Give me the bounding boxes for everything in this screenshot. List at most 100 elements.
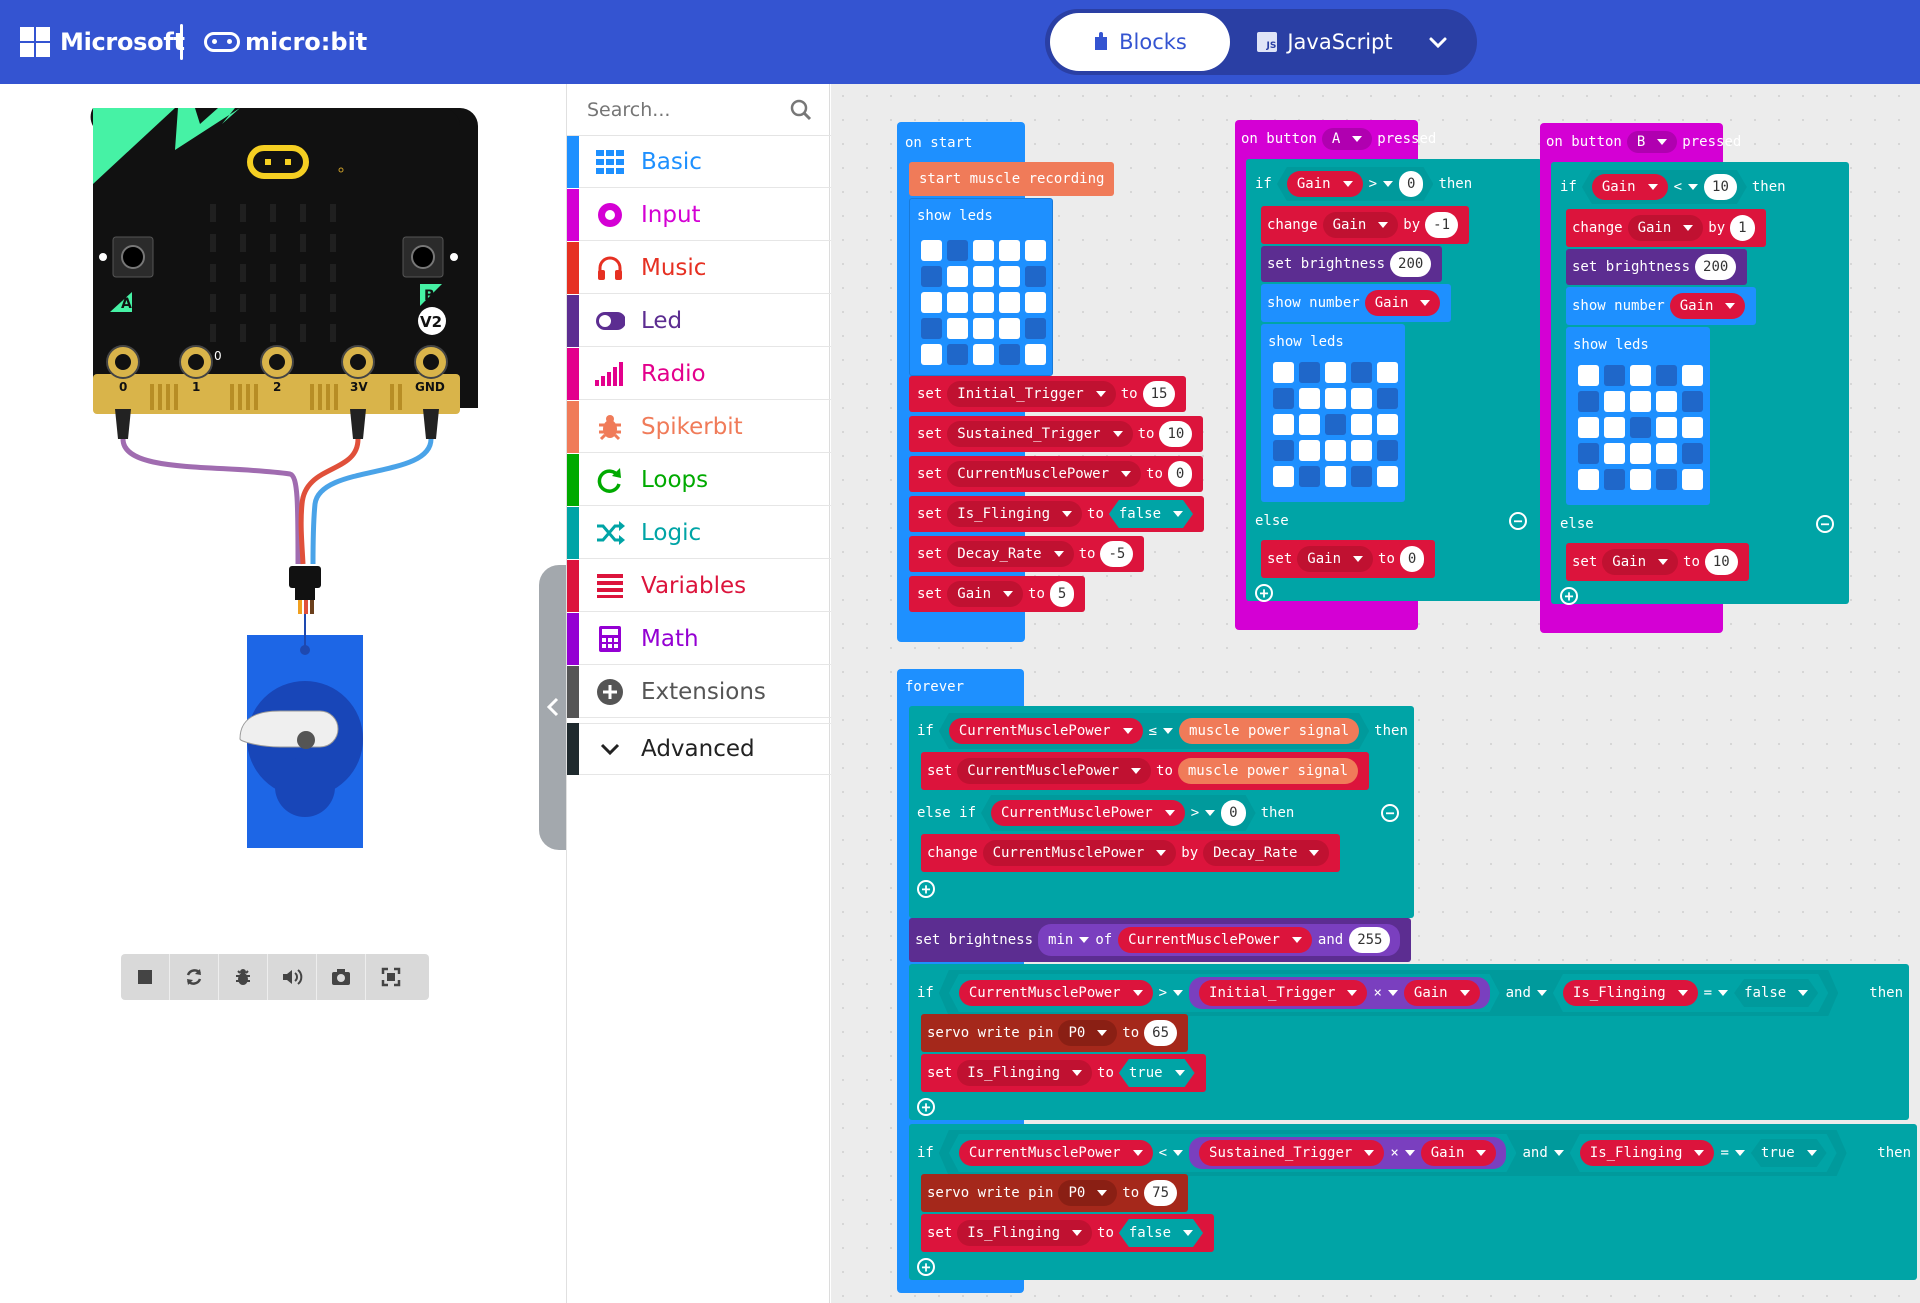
- variable-dropdown[interactable]: CurrentMusclePower: [1118, 927, 1312, 953]
- category-extensions[interactable]: Extensions: [567, 665, 831, 718]
- category-input[interactable]: Input: [567, 188, 831, 241]
- variable-dropdown[interactable]: Gain: [1287, 171, 1363, 197]
- variable-dropdown[interactable]: Gain: [1627, 215, 1704, 241]
- operator-dropdown[interactable]: =: [1704, 985, 1728, 1001]
- operator-dropdown[interactable]: <: [1159, 1145, 1183, 1161]
- plus-icon[interactable]: +: [1560, 587, 1578, 605]
- variable-dropdown[interactable]: CurrentMusclePower: [957, 758, 1152, 784]
- operator-dropdown[interactable]: ≤: [1149, 723, 1173, 739]
- boolean-dropdown[interactable]: false: [1109, 500, 1193, 528]
- compare-block[interactable]: Is_Flinging = false: [1553, 974, 1828, 1012]
- variable-dropdown[interactable]: CurrentMusclePower: [947, 461, 1142, 487]
- compare-block[interactable]: CurrentMusclePower≤muscle power signal: [939, 713, 1369, 749]
- compare-block[interactable]: CurrentMusclePower<Sustained_Trigger×Gai…: [949, 1134, 1517, 1172]
- button-dropdown[interactable]: A: [1321, 128, 1373, 150]
- tab-blocks[interactable]: Blocks: [1050, 13, 1230, 71]
- variable-dropdown[interactable]: Gain: [1297, 546, 1374, 572]
- value-input[interactable]: -5: [1100, 541, 1134, 567]
- category-radio[interactable]: Radio: [567, 347, 831, 400]
- remove-else-icon[interactable]: −: [1509, 512, 1527, 530]
- variable-dropdown[interactable]: Gain: [1592, 174, 1668, 200]
- multiply-block[interactable]: Initial_Trigger×Gain: [1189, 977, 1490, 1009]
- value-input[interactable]: 10: [1159, 421, 1193, 447]
- remove-else-if-icon[interactable]: −: [1381, 804, 1399, 822]
- add-else-forever-1[interactable]: +: [917, 1096, 935, 1118]
- add-else-if-forever[interactable]: +: [917, 878, 935, 900]
- boolean-dropdown[interactable]: false: [1734, 979, 1818, 1007]
- category-math[interactable]: Math: [567, 612, 831, 665]
- button-a[interactable]: [112, 236, 154, 278]
- variable-dropdown[interactable]: Gain: [1404, 980, 1480, 1006]
- touch-logo-icon[interactable]: [247, 145, 309, 179]
- value-input[interactable]: 10: [1704, 174, 1737, 200]
- chevron-down-icon[interactable]: [1423, 27, 1453, 57]
- variable-dropdown[interactable]: Gain: [1669, 293, 1746, 319]
- value-input[interactable]: 200: [1390, 251, 1432, 277]
- variable-dropdown[interactable]: Gain: [1421, 1140, 1497, 1166]
- category-music[interactable]: Music: [567, 241, 831, 294]
- value-input[interactable]: 5: [1049, 581, 1075, 607]
- variable-dropdown[interactable]: Is_Flinging: [947, 501, 1083, 527]
- add-else-if-b[interactable]: +: [1560, 585, 1578, 607]
- pin-dropdown[interactable]: P0: [1058, 1020, 1118, 1046]
- search-input[interactable]: [587, 96, 777, 124]
- value-input[interactable]: 255: [1349, 927, 1391, 953]
- pin-dropdown[interactable]: P0: [1058, 1180, 1118, 1206]
- variable-dropdown[interactable]: CurrentMusclePower: [949, 718, 1143, 744]
- value-input[interactable]: 15: [1142, 381, 1176, 407]
- variable-dropdown[interactable]: Gain: [947, 581, 1024, 607]
- start-muscle-recording-block[interactable]: start muscle recording: [909, 162, 1115, 196]
- category-spikerbit[interactable]: Spikerbit: [567, 400, 831, 453]
- compare-block[interactable]: CurrentMusclePower>Initial_Trigger×Gain: [949, 974, 1500, 1012]
- boolean-dropdown[interactable]: true: [1119, 1059, 1195, 1087]
- fullscreen-button[interactable]: [366, 954, 415, 1000]
- category-basic[interactable]: Basic: [567, 135, 831, 188]
- search-icon[interactable]: [789, 98, 813, 122]
- plus-icon[interactable]: +: [1255, 584, 1273, 602]
- variable-dropdown[interactable]: Gain: [1364, 290, 1441, 316]
- and-dropdown[interactable]: and: [1506, 985, 1547, 1001]
- compare-block[interactable]: Is_Flinging=true: [1570, 1134, 1837, 1172]
- variable-dropdown[interactable]: Is_Flinging: [1563, 980, 1698, 1006]
- value-input[interactable]: -1: [1425, 212, 1459, 238]
- variable-dropdown[interactable]: Is_Flinging: [957, 1060, 1093, 1086]
- category-variables[interactable]: Variables: [567, 559, 831, 612]
- plus-icon[interactable]: +: [917, 880, 935, 898]
- plus-icon[interactable]: +: [917, 1258, 935, 1276]
- led-grid-b[interactable]: [1578, 365, 1703, 490]
- operator-dropdown[interactable]: >: [1369, 176, 1393, 192]
- value-input[interactable]: 75: [1144, 1180, 1178, 1206]
- restart-button[interactable]: [170, 954, 219, 1000]
- operator-dropdown[interactable]: =: [1720, 1145, 1744, 1161]
- and-block[interactable]: CurrentMusclePower<Sustained_Trigger×Gai…: [939, 1130, 1847, 1176]
- variable-dropdown[interactable]: CurrentMusclePower: [959, 980, 1153, 1006]
- led-grid-a[interactable]: [1273, 362, 1398, 487]
- boolean-dropdown[interactable]: false: [1119, 1219, 1203, 1247]
- operator-dropdown[interactable]: ×: [1373, 985, 1397, 1001]
- operator-dropdown[interactable]: ×: [1390, 1145, 1414, 1161]
- variable-dropdown[interactable]: Gain: [1322, 212, 1399, 238]
- variable-dropdown[interactable]: Gain: [1602, 549, 1679, 575]
- value-input[interactable]: 0: [1221, 800, 1245, 826]
- remove-else-icon[interactable]: −: [1816, 515, 1834, 533]
- compare-block[interactable]: Gain <10: [1582, 170, 1747, 204]
- category-loops[interactable]: Loops: [567, 453, 831, 506]
- operator-dropdown[interactable]: <: [1674, 179, 1698, 195]
- boolean-dropdown[interactable]: true: [1751, 1139, 1827, 1167]
- button-dropdown[interactable]: B: [1626, 131, 1678, 153]
